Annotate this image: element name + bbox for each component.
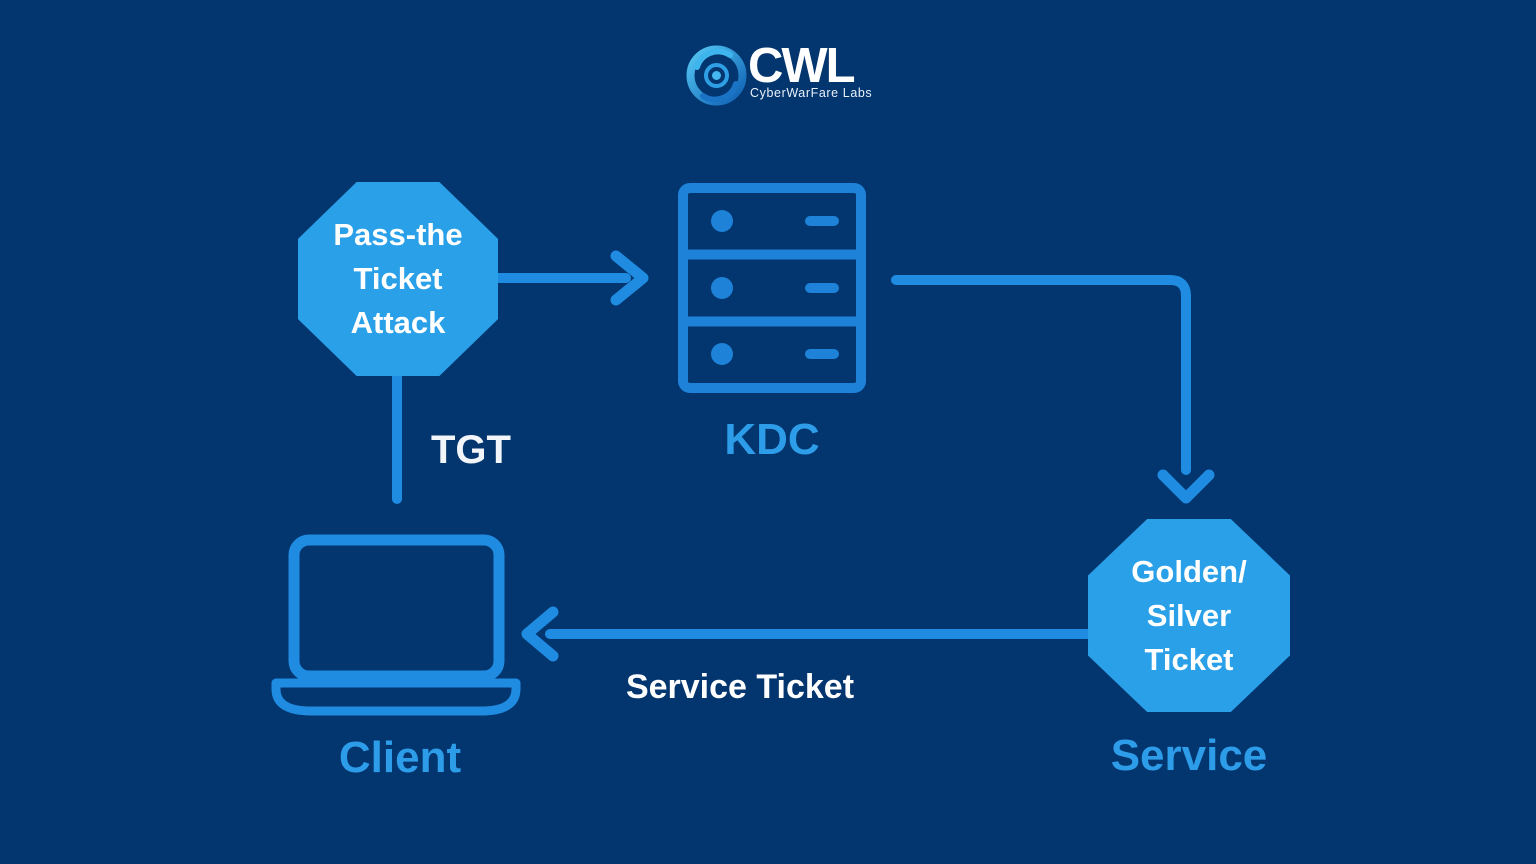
service-label: Service [1110, 731, 1268, 780]
client-label: Client [338, 733, 462, 782]
cwl-logo-wordmark: CWL [748, 39, 856, 93]
ticket-node-line: Golden/ [1131, 553, 1247, 589]
cwl-logo-tagline: CyberWarFare Labs [750, 86, 873, 100]
ticket-node-line: Ticket [1144, 641, 1234, 677]
attack-node-line: Attack [350, 305, 446, 340]
connector-attack-to-kdc [493, 250, 649, 306]
golden-silver-ticket-node: Golden/ Silver Ticket [1088, 519, 1290, 712]
server-rack-icon [677, 182, 867, 394]
ticket-node-line: Silver [1146, 597, 1232, 633]
pass-the-ticket-attack-node: Pass-the Ticket Attack [298, 182, 498, 376]
attack-node-line: Pass-the [333, 217, 463, 252]
kdc-label: KDC [724, 415, 820, 464]
connector-service-to-client [521, 606, 1094, 662]
service-ticket-edge-label: Service Ticket [625, 668, 855, 706]
connector-kdc-to-service [891, 275, 1215, 504]
attack-node-line: Ticket [353, 261, 443, 296]
laptop-icon [265, 532, 535, 722]
tgt-edge-label: TGT [431, 428, 511, 472]
cwl-swirl-icon [686, 45, 747, 106]
